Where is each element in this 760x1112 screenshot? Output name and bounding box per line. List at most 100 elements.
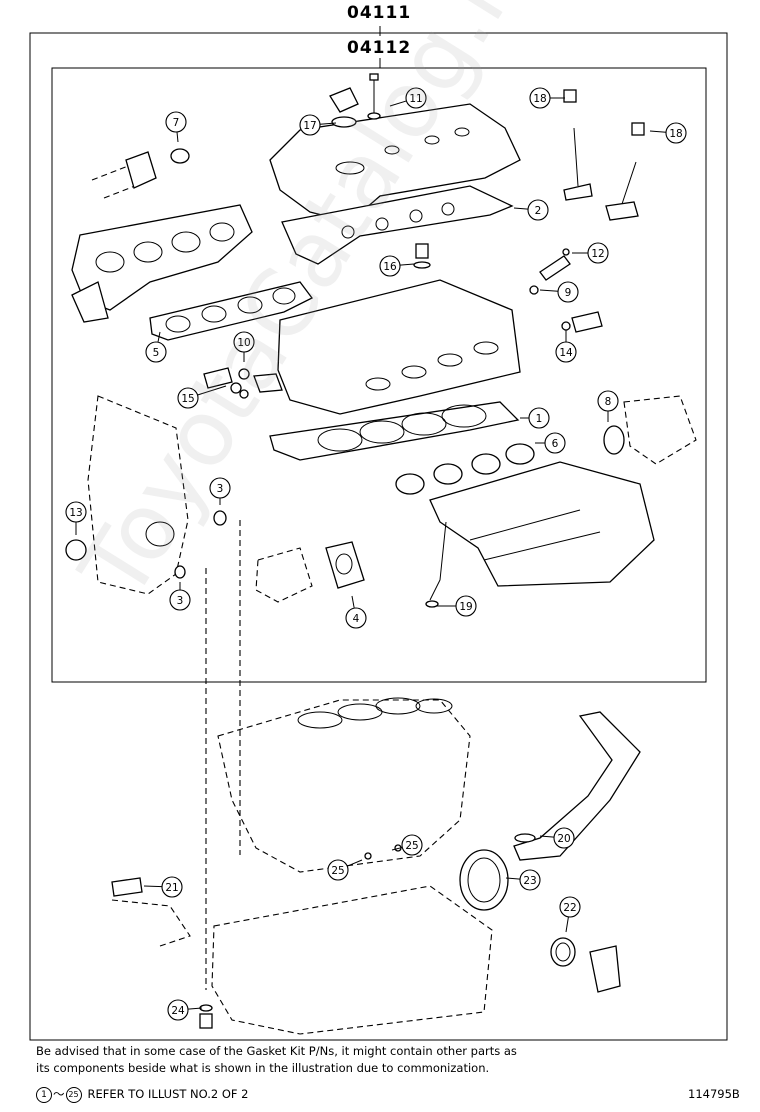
oring-3b <box>174 565 186 579</box>
head-cover-gasket <box>281 185 514 265</box>
inner-kit-frame <box>51 67 707 683</box>
callout-number: 4 <box>353 613 360 625</box>
callout-leader <box>143 885 163 888</box>
callout-circle <box>557 281 579 303</box>
callout-leader <box>197 385 227 396</box>
cam-plug-oring <box>413 261 431 269</box>
callout-circle <box>169 589 191 611</box>
exhaust-pipe-flange <box>91 148 190 199</box>
water-pump-gasket <box>325 541 365 589</box>
callout-circle <box>528 407 550 429</box>
callout-circle <box>65 501 87 523</box>
callout-c1: 1 <box>520 407 550 429</box>
callout-circle <box>544 432 566 454</box>
callout-circle <box>145 341 167 363</box>
advisory-line-2: its components beside what is shown in t… <box>36 1061 490 1075</box>
callout-number: 25 <box>331 865 344 877</box>
callout-number: 6 <box>552 438 559 450</box>
range-end-badge: 25 <box>65 1086 82 1103</box>
callout-leader <box>187 1007 203 1010</box>
callout-circle <box>559 896 581 918</box>
intake-valve <box>563 127 593 201</box>
callout-number: 11 <box>409 93 422 105</box>
callout-number: 25 <box>405 840 418 852</box>
range-tilde: ～ <box>53 1087 65 1101</box>
callout-circle <box>597 390 619 412</box>
callout-circle <box>327 859 349 881</box>
callout-c23: 23 <box>505 869 541 891</box>
callout-c9: 9 <box>539 281 579 303</box>
callout-c7: 7 <box>165 111 187 143</box>
callout-c15: 15 <box>177 385 227 409</box>
callout-circle <box>665 122 687 144</box>
dipstick-oring <box>425 600 439 608</box>
callout-number: 3 <box>217 483 224 495</box>
callout-c2: 2 <box>513 199 549 221</box>
callout-leader <box>399 263 415 266</box>
timing-chain-cover <box>87 395 189 595</box>
callout-c13: 13 <box>65 501 87 535</box>
temperature-sensor <box>561 311 603 333</box>
callout-number: 13 <box>69 507 82 519</box>
callout-number: 1 <box>536 413 543 425</box>
valve-stem-seal-a <box>563 89 577 103</box>
callout-number: 16 <box>383 261 397 273</box>
callout-number: 24 <box>171 1005 185 1017</box>
callout-number: 22 <box>563 902 576 914</box>
callout-circle <box>165 111 187 133</box>
callout-circle <box>527 199 549 221</box>
callout-circle <box>587 242 609 264</box>
callout-number: 18 <box>533 93 546 105</box>
illustration-code: 114795B <box>688 1087 740 1101</box>
callout-c20: 20 <box>539 827 575 849</box>
oring-3a <box>213 510 227 526</box>
callout-c3b: 3 <box>169 582 191 611</box>
callout-number: 19 <box>459 601 472 613</box>
callout-c12: 12 <box>572 242 609 264</box>
throttle-body <box>603 395 697 465</box>
outer-kit-frame <box>29 32 728 1041</box>
spark-plug-tube-seals <box>341 202 455 239</box>
callout-circle <box>177 387 199 409</box>
callout-c10: 10 <box>233 331 255 362</box>
callout-number: 23 <box>523 875 536 887</box>
callout-leader <box>505 877 521 880</box>
range-reference: 1 ～ 25 REFER TO ILLUST NO.2 OF 2 <box>36 1086 249 1103</box>
intake-manifold <box>429 461 655 587</box>
oil-pan <box>211 885 493 1035</box>
cylinder-block <box>217 697 471 873</box>
callout-c4: 4 <box>345 595 367 629</box>
oring-25b <box>364 852 372 860</box>
cylinder-head-gasket <box>269 401 520 461</box>
cam-plug <box>415 243 429 259</box>
callout-circle <box>161 876 183 898</box>
callout-c11: 11 <box>389 87 427 109</box>
front-oil-seal <box>65 539 87 561</box>
callout-number: 8 <box>605 396 612 408</box>
exhaust-valve <box>605 161 639 221</box>
drain-plug <box>199 1004 213 1029</box>
callout-leader <box>176 131 179 143</box>
callout-circle <box>209 477 231 499</box>
fuel-injector <box>539 255 571 281</box>
callout-circle <box>405 87 427 109</box>
oring-10 <box>238 368 250 380</box>
advisory-line-1: Be advised that in some case of the Gask… <box>36 1044 517 1058</box>
callout-c6: 6 <box>535 432 566 454</box>
cover-bolt <box>367 73 381 120</box>
callout-number: 21 <box>165 882 178 894</box>
callout-circle <box>299 114 321 136</box>
callout-leader <box>649 130 667 133</box>
callout-c25b: 25 <box>327 859 363 881</box>
callout-leader <box>565 916 569 933</box>
callout-leader <box>391 846 403 851</box>
callout-circle <box>529 87 551 109</box>
exhaust-manifold <box>71 204 253 323</box>
intake-manifold-gasket <box>395 443 535 495</box>
callout-c25a: 25 <box>391 834 423 856</box>
callout-c8: 8 <box>597 390 619 422</box>
callout-circle <box>455 595 477 617</box>
callout-number: 2 <box>535 205 542 217</box>
callout-number: 12 <box>591 248 604 260</box>
oil-control-valve <box>203 367 283 399</box>
